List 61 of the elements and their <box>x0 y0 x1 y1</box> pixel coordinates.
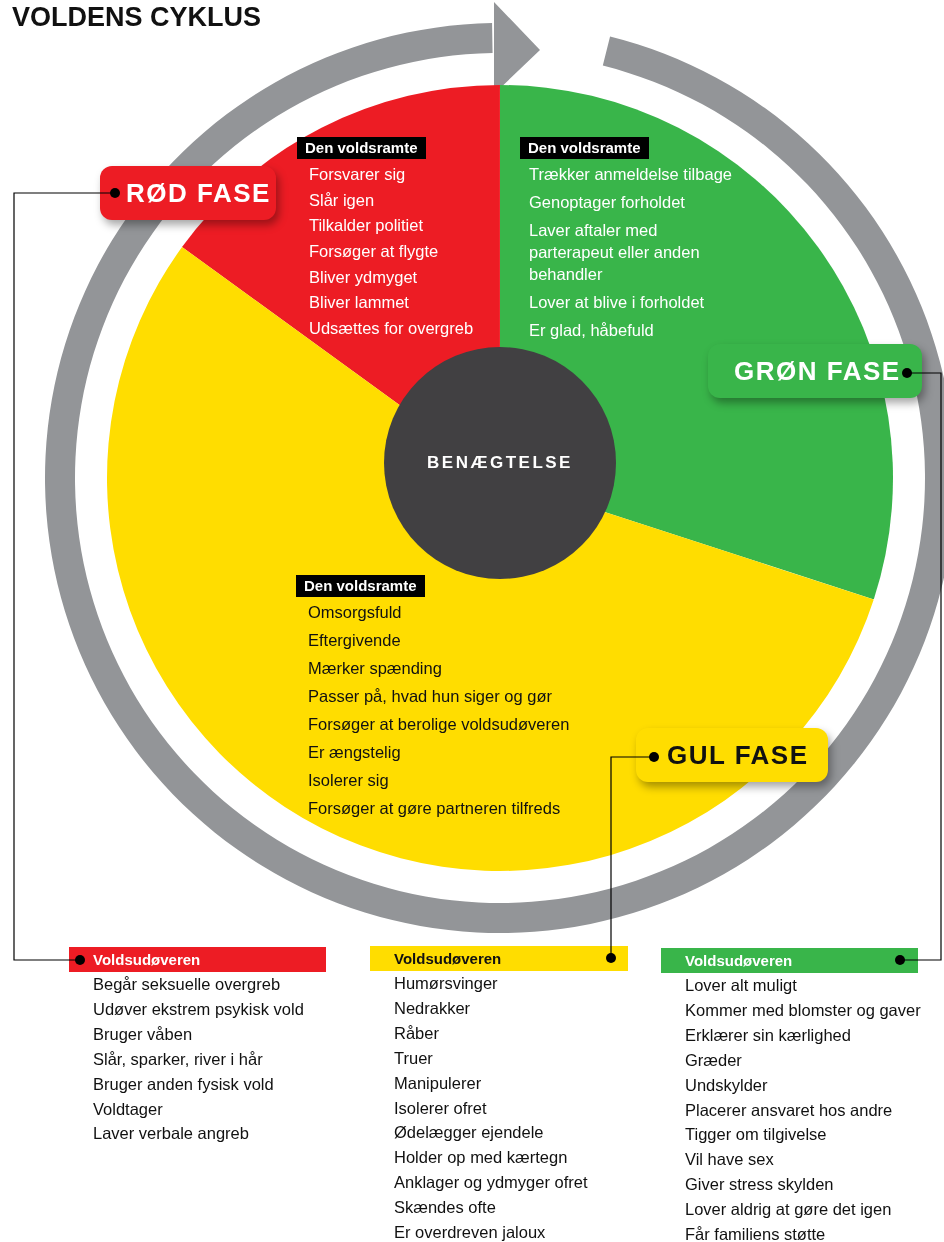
list-item: Lover alt muligt <box>685 975 798 996</box>
connector-line <box>895 368 942 965</box>
column-header: Voldsudøveren <box>370 946 628 971</box>
list-item: Trækker anmeldelse tilbage <box>529 164 732 185</box>
list-item: Udsættes for overgreb <box>309 318 474 340</box>
section-heading: Den voldsramte <box>520 137 649 159</box>
list-item: Manipulerer <box>394 1072 483 1094</box>
list-item: Udøver ekstrem psykisk vold <box>93 998 305 1020</box>
phase-label: GRØN FASE <box>708 344 922 398</box>
list-item: Får familiens støtte <box>685 1224 827 1242</box>
list-item: Råber <box>394 1022 440 1044</box>
column-header: Voldsudøveren <box>661 948 918 973</box>
list-item: Forsøger at gøre partneren tilfreds <box>308 798 561 819</box>
list-item: Ødelægger ejendele <box>394 1122 545 1144</box>
list-item: Passer på, hvad hun siger og gør <box>308 686 552 707</box>
list-item: Laver aftaler med parterapeut eller anden behandler <box>529 220 701 285</box>
list-item: Truer <box>394 1047 434 1069</box>
list-item: Slår, sparker, river i hår <box>93 1048 264 1070</box>
list-item: Græder <box>685 1049 743 1071</box>
phase-label: GUL FASE <box>636 728 828 782</box>
list-item: Isolerer ofret <box>394 1097 488 1119</box>
list-item: Anklager og ydmyger ofret <box>394 1172 589 1194</box>
list-item: Bruger anden fysisk vold <box>93 1073 275 1095</box>
list-item: Voldtager <box>93 1098 164 1120</box>
list-item: Genoptager forholdet <box>529 192 685 213</box>
list-item: Humørsvinger <box>394 973 499 994</box>
section-heading: Den voldsramte <box>296 575 425 597</box>
title: VOLDENS CYKLUS <box>12 2 262 33</box>
list-item: Bruger våben <box>93 1023 194 1045</box>
list-item: Forsøger at berolige voldsudøveren <box>308 714 570 735</box>
phase-label: RØD FASE <box>100 166 276 220</box>
list-item: Forsøger at flygte <box>309 241 439 263</box>
list-item: Er glad, håbefuld <box>529 320 654 341</box>
list-item: Omsorgsfuld <box>308 602 402 623</box>
list-item: Vil have sex <box>685 1149 775 1171</box>
list-item: Lover aldrig at gøre det igen <box>685 1199 893 1221</box>
list-item: Isolerer sig <box>308 770 389 791</box>
list-item: Slår igen <box>309 189 375 211</box>
list-item: Tigger om tilgivelse <box>685 1124 828 1146</box>
list-item: Begår seksuelle overgreb <box>93 974 282 995</box>
list-item: Erklærer sin kærlighed <box>685 1024 852 1046</box>
list-item: Eftergivende <box>308 630 401 651</box>
list-item: Bliver lammet <box>309 292 409 314</box>
list-item: Nedrakker <box>394 997 472 1019</box>
list-item: Er ængstelig <box>308 742 401 763</box>
connector-line <box>606 752 659 963</box>
list-item: Lover at blive i forholdet <box>529 292 705 313</box>
list-item: Mærker spænding <box>308 658 442 679</box>
list-item: Placerer ansvaret hos andre <box>685 1099 894 1121</box>
list-item: Tilkalder politiet <box>309 215 423 237</box>
list-item: Er overdreven jaloux <box>394 1222 547 1242</box>
list-item: Skændes ofte <box>394 1197 497 1219</box>
list-item: Bliver ydmyget <box>309 266 418 288</box>
section-heading: Den voldsramte <box>297 137 426 159</box>
list-item: Forsvarer sig <box>309 164 406 185</box>
list-item: Laver verbale angreb <box>93 1123 250 1145</box>
list-item: Undskylder <box>685 1074 769 1096</box>
connector-line <box>13 188 120 965</box>
list-item: Holder op med kærtegn <box>394 1147 569 1169</box>
list-item: Giver stress skylden <box>685 1174 835 1196</box>
column-header: Voldsudøveren <box>69 947 326 972</box>
